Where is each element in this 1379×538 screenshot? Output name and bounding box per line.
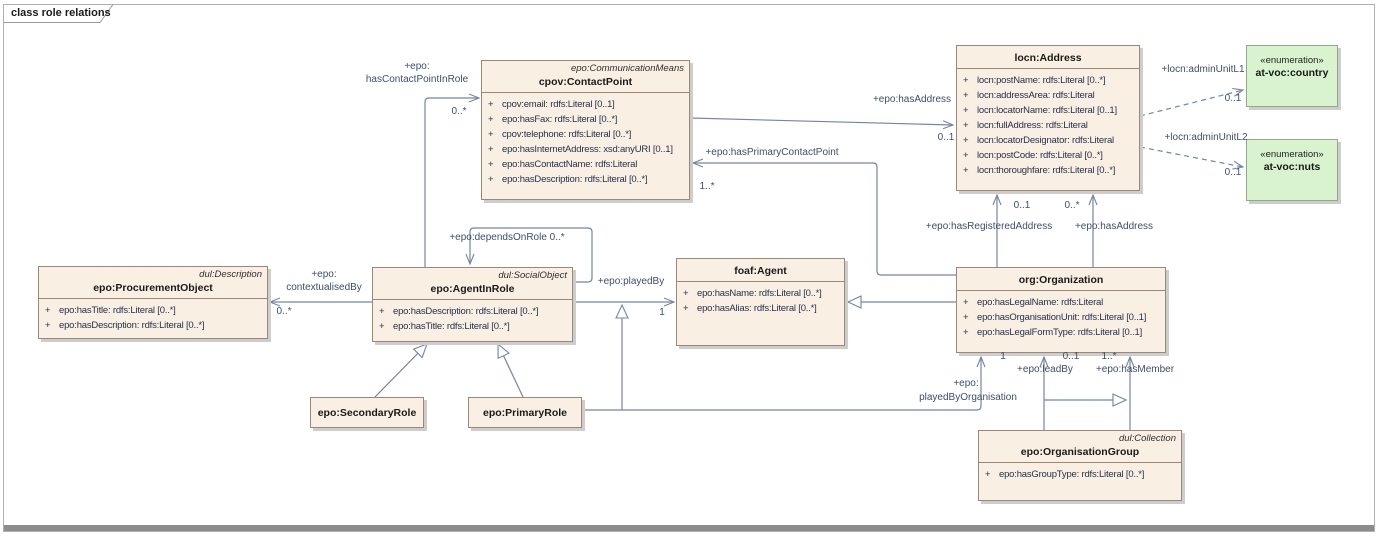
enum-country[interactable]: «enumeration» at-voc:country: [1246, 45, 1338, 107]
edge-label-contextualised-by: contextualisedBy: [286, 282, 362, 293]
class-organization[interactable]: org:Organization +epo:hasLegalName: rdfs…: [956, 267, 1166, 353]
attribute-row: +locn:locatorDesignator: rdfs:Literal: [963, 135, 1114, 146]
edge-played-by-organisation: [581, 355, 986, 411]
frame-tab-outline: [4, 4, 114, 23]
attribute-row: +epo:hasTitle: rdfs:Literal [0..*]: [379, 321, 510, 332]
attribute-row: +locn:thoroughfare: rdfs:Literal [0..*]: [963, 165, 1116, 176]
attribute-row: +epo:hasOrganisationUnit: rdfs:Literal […: [963, 312, 1147, 323]
class-secondary-role[interactable]: epo:SecondaryRole: [310, 397, 424, 428]
edge-label-has-address-organization: +epo:hasAddress: [1074, 221, 1154, 232]
stereotype-label: «enumeration»: [1260, 55, 1324, 66]
edge-label-has-address-contactpoint: +epo:hasAddress: [872, 94, 952, 105]
class-name: foaf:Agent: [734, 265, 787, 277]
attribute-row: +epo:hasDescription: rdfs:Literal [0..*]: [379, 306, 539, 317]
edge-label-played-by-organisation: +epo:: [953, 378, 979, 389]
attribute-row: +epo:hasLegalFormType: rdfs:Literal [0..…: [963, 327, 1143, 338]
class-name: epo:AgentInRole: [430, 283, 515, 295]
class-agent-in-role[interactable]: dul:SocialObject epo:AgentInRole +epo:ha…: [372, 267, 573, 342]
multiplicity: 0..*: [1064, 200, 1080, 211]
attribute-row: +epo:hasTitle: rdfs:Literal [0..*]: [45, 305, 176, 316]
attribute-row: +epo:hasDescription: rdfs:Literal [0..*]: [488, 174, 648, 185]
enum-nuts[interactable]: «enumeration» at-voc:nuts: [1246, 139, 1338, 201]
stereotype-label: dul:Collection: [1118, 433, 1176, 444]
edge-label-has-registered-address: +epo:hasRegisteredAddress: [925, 221, 1053, 232]
edge-label-played-by-organisation: playedByOrganisation: [919, 392, 1017, 403]
edge-generalization-primaryrole: [497, 342, 524, 398]
attribute-row: +cpov:telephone: rdfs:Literal [0..*]: [488, 129, 632, 140]
edge-has-contact-point-in-role: [424, 93, 481, 267]
attribute-row: +epo:hasInternetAddress: xsd:anyURI [0..…: [488, 144, 673, 155]
edge-label-admin-unit-l1: +locn:adminUnitL1: [1161, 64, 1245, 75]
multiplicity: 0..1: [1062, 351, 1080, 362]
stereotype-label: «enumeration»: [1260, 149, 1324, 160]
attribute-row: +locn:fullAddress: rdfs:Literal: [963, 120, 1088, 131]
attribute-row: +cpov:email: rdfs:Literal [0..1]: [488, 99, 615, 110]
attribute-compartment: +cpov:email: rdfs:Literal [0..1] +epo:ha…: [482, 92, 689, 187]
multiplicity: 1..*: [699, 181, 715, 192]
diagram-title-tab: class role relations: [11, 7, 111, 19]
edge-generalization-secondaryrole: [374, 343, 428, 398]
diagram-frame-bottom-bar: [4, 525, 1374, 531]
multiplicity: 1..*: [1101, 351, 1117, 362]
class-agent[interactable]: foaf:Agent +epo:hasName: rdfs:Literal [0…: [676, 258, 845, 346]
attribute-row: +epo:hasLegalName: rdfs:Literal: [963, 297, 1104, 308]
class-name: epo:OrganisationGroup: [1020, 446, 1140, 458]
attribute-row: +epo:hasName: rdfs:Literal [0..*]: [683, 288, 822, 299]
edge-label-has-contact-point-in-role: +epo:: [404, 61, 430, 72]
edge-label-has-primary-contact-point: +epo:hasPrimaryContactPoint: [705, 147, 839, 158]
class-name: at-voc:country: [1255, 67, 1329, 79]
multiplicity: 0..1: [1224, 167, 1242, 178]
class-name: cpov:ContactPoint: [538, 76, 633, 88]
edge-label-admin-unit-l2: +locn:adminUnitL2: [1164, 132, 1248, 143]
edge-label-has-member: +epo:hasMember: [1095, 364, 1175, 375]
edge-label-has-contact-point-in-role: hasContactPointInRole: [365, 74, 469, 85]
attribute-compartment: +locn:postName: rdfs:Literal [0..*] +loc…: [957, 68, 1139, 178]
multiplicity: 0..*: [276, 306, 292, 317]
class-name: epo:PrimaryRole: [482, 406, 568, 419]
class-primary-role[interactable]: epo:PrimaryRole: [468, 397, 582, 428]
stereotype-label: dul:Description: [199, 269, 262, 280]
multiplicity: 1: [1000, 351, 1006, 362]
stereotype-label: dul:SocialObject: [498, 270, 567, 281]
class-name: epo:ProcurementObject: [93, 282, 213, 294]
edge-has-primary-contact-point: [691, 158, 956, 276]
attribute-row: +locn:postCode: rdfs:Literal [0..*]: [963, 150, 1103, 161]
attribute-row: +locn:locatorName: rdfs:Literal [0..1]: [963, 105, 1117, 116]
attribute-row: +locn:addressArea: rdfs:Literal: [963, 90, 1095, 101]
attribute-row: +locn:postName: rdfs:Literal [0..*]: [963, 75, 1106, 86]
edge-label-played-by: +epo:playedBy: [597, 276, 665, 287]
edge-admin-unit-l2: [1139, 146, 1245, 170]
attribute-compartment: +epo:hasTitle: rdfs:Literal [0..*] +epo:…: [39, 298, 267, 333]
stereotype-label: epo:CommunicationMeans: [570, 63, 684, 74]
edge-has-address-contactpoint: [689, 117, 955, 130]
multiplicity: 0..*: [451, 106, 467, 117]
class-name: org:Organization: [1018, 274, 1104, 286]
class-procurement-object[interactable]: dul:Description epo:ProcurementObject +e…: [38, 266, 268, 339]
edge-depends-on-role-self-loop: [465, 227, 593, 283]
attribute-row: +epo:hasGroupType: rdfs:Literal [0..*]: [985, 469, 1145, 480]
attribute-row: +epo:hasAlias: rdfs:Literal [0..*]: [683, 303, 817, 314]
attribute-row: +epo:hasContactName: rdfs:Literal: [488, 159, 638, 170]
class-name: locn:Address: [1014, 52, 1082, 64]
multiplicity: 0..1: [1013, 200, 1031, 211]
edge-label-lead-by: +epo:leadBy: [1017, 364, 1073, 375]
attribute-compartment: +epo:hasLegalName: rdfs:Literal +epo:has…: [957, 290, 1165, 340]
class-address[interactable]: locn:Address +locn:postName: rdfs:Litera…: [956, 45, 1140, 191]
class-contact-point[interactable]: epo:CommunicationMeans cpov:ContactPoint…: [481, 60, 690, 200]
attribute-compartment: +epo:hasName: rdfs:Literal [0..*] +epo:h…: [677, 281, 844, 316]
attribute-compartment: +epo:hasGroupType: rdfs:Literal [0..*]: [979, 462, 1181, 482]
edge-label-depends-on-role: +epo:dependsOnRole 0..*: [449, 232, 565, 243]
multiplicity: 0..1: [1224, 93, 1242, 104]
multiplicity: 1: [659, 307, 665, 318]
class-name: epo:SecondaryRole: [317, 406, 417, 419]
multiplicity: 0..1: [937, 132, 955, 143]
attribute-row: +epo:hasDescription: rdfs:Literal [0..*]: [45, 320, 205, 331]
attribute-compartment: +epo:hasDescription: rdfs:Literal [0..*]…: [373, 299, 572, 334]
class-name: at-voc:nuts: [1263, 161, 1321, 173]
class-organisation-group[interactable]: dul:Collection epo:OrganisationGroup +ep…: [978, 430, 1182, 501]
edge-label-contextualised-by: +epo:: [311, 269, 337, 280]
attribute-row: +epo:hasFax: rdfs:Literal [0..*]: [488, 114, 618, 125]
